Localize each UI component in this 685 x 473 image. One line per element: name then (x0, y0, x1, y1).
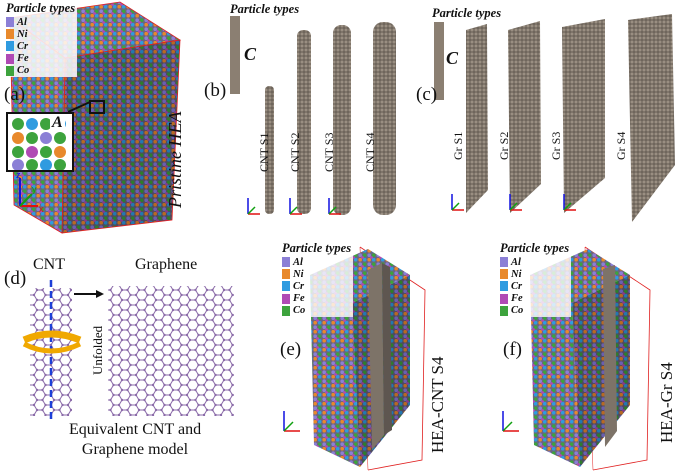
caption-d-line1: Equivalent CNT and (68, 421, 202, 438)
inset-label: A (50, 114, 65, 132)
gr-label-s3: Gr S3 (549, 131, 563, 160)
panel-e: Particle types Al Ni Cr Fe Co (e) HEA-CN… (250, 235, 485, 473)
legend-label: Co (511, 305, 524, 317)
axis-triads-b (247, 198, 341, 215)
caption-hea-cnt: HEA-CNT S4 (428, 356, 447, 454)
legend-label: Fe (293, 293, 305, 305)
cnt-tubes (265, 22, 396, 215)
graphene-sheets (466, 14, 675, 222)
cnt-label-s4: CNT S4 (363, 132, 377, 172)
legend-item: Ni (6, 28, 75, 40)
caption-d-line2: Graphene model (81, 441, 189, 458)
legend-item: Fe (282, 293, 351, 305)
axis-x: x (39, 204, 44, 214)
caption-hea-gr: HEA-Gr S4 (657, 362, 676, 443)
unfolded-label: Unfolded (90, 325, 105, 375)
legend-item: Co (500, 305, 569, 317)
panel-f: Particle types Al Ni Cr Fe Co (f) HEA-Gr… (475, 235, 685, 473)
legend-label: Ni (511, 268, 522, 280)
legend-item: Fe (500, 293, 569, 305)
panel-d: (d) CNT Graphene Unfolded Equivalent CNT… (0, 240, 250, 473)
hea-gr-block (530, 246, 651, 471)
panel-label-c: (c) (416, 84, 438, 105)
axis-y: y (32, 184, 37, 194)
caption-d: Equivalent CNT and Graphene model (30, 420, 240, 460)
graphene-title: Graphene (135, 256, 198, 273)
gr-label-s4: Gr S4 (614, 131, 628, 160)
panel-c: Particle types C (c) Gr S1 Gr S2 Gr S3 G… (410, 0, 685, 230)
legend-label: Cr (17, 40, 29, 52)
hea-cnt-block (310, 246, 426, 471)
carbon-swatch-b (230, 16, 240, 94)
panel-label-a: (a) (4, 84, 26, 105)
legend-label: Cr (293, 280, 305, 292)
legend-label: Al (17, 16, 27, 28)
carbon-swatch-c (434, 22, 444, 100)
legend-label: Al (293, 256, 303, 268)
legend-item: Al (500, 256, 569, 268)
legend-item: Co (6, 65, 75, 77)
legend-item: Al (6, 16, 75, 28)
axis-triad-e (283, 411, 300, 432)
panel-b: Particle types C (b) CNT S1 CNT S2 CNT S… (200, 0, 410, 230)
cnt-graphene-schematic (22, 280, 234, 420)
cnt-label-s2: CNT S2 (288, 132, 302, 172)
panel-a: A Particle types Al Ni Cr Fe Co (a) Pris… (0, 0, 200, 235)
axis-z: z (16, 170, 21, 180)
legend-label: Fe (511, 293, 523, 305)
legend-item: Cr (500, 280, 569, 292)
legend-label: Fe (17, 53, 29, 65)
legend-label: Ni (293, 268, 304, 280)
axis-triad-f (502, 411, 519, 432)
legend-item: Ni (500, 268, 569, 280)
legend-title: Particle types (282, 241, 352, 255)
legend-title: Particle types (6, 1, 76, 15)
panel-label-b: (b) (204, 80, 227, 101)
panel-label-e: (e) (280, 339, 302, 360)
legend-item: Co (282, 305, 351, 317)
gr-label-s1: Gr S1 (451, 131, 465, 160)
inset-zoom: A (6, 112, 74, 172)
legend-label: Ni (17, 28, 28, 40)
legend-item: Ni (282, 268, 351, 280)
axis-triads-c (451, 194, 576, 211)
legend-hea-e: Particle types Al Ni Cr Fe Co (280, 241, 354, 317)
inset-leader (68, 100, 105, 114)
legend-carbon-title-b: Particle types (230, 2, 300, 16)
cnt-label-s3: CNT S3 (322, 132, 336, 172)
carbon-label-c: C (446, 48, 459, 68)
caption-pristine-hea: Pristine HEA (165, 111, 185, 209)
panel-label-f: (f) (503, 339, 522, 360)
legend-hea-a: Particle types Al Ni Cr Fe Co (4, 1, 78, 77)
legend-item: Cr (282, 280, 351, 292)
axis-triad-a: z x y (16, 170, 44, 214)
cnt-title: CNT (33, 256, 65, 273)
legend-item: Al (282, 256, 351, 268)
legend-item: Fe (6, 53, 75, 65)
panel-label-d: (d) (4, 268, 27, 289)
legend-carbon-title-c: Particle types (432, 6, 502, 20)
legend-hea-f: Particle types Al Ni Cr Fe Co (498, 241, 572, 317)
legend-label: Co (293, 305, 306, 317)
gr-label-s2: Gr S2 (497, 131, 511, 160)
carbon-label-b: C (244, 44, 257, 64)
legend-label: Al (511, 256, 521, 268)
legend-label: Cr (511, 280, 523, 292)
legend-title: Particle types (500, 241, 570, 255)
cnt-label-s1: CNT S1 (257, 132, 271, 172)
legend-label: Co (17, 65, 30, 77)
legend-item: Cr (6, 40, 75, 52)
